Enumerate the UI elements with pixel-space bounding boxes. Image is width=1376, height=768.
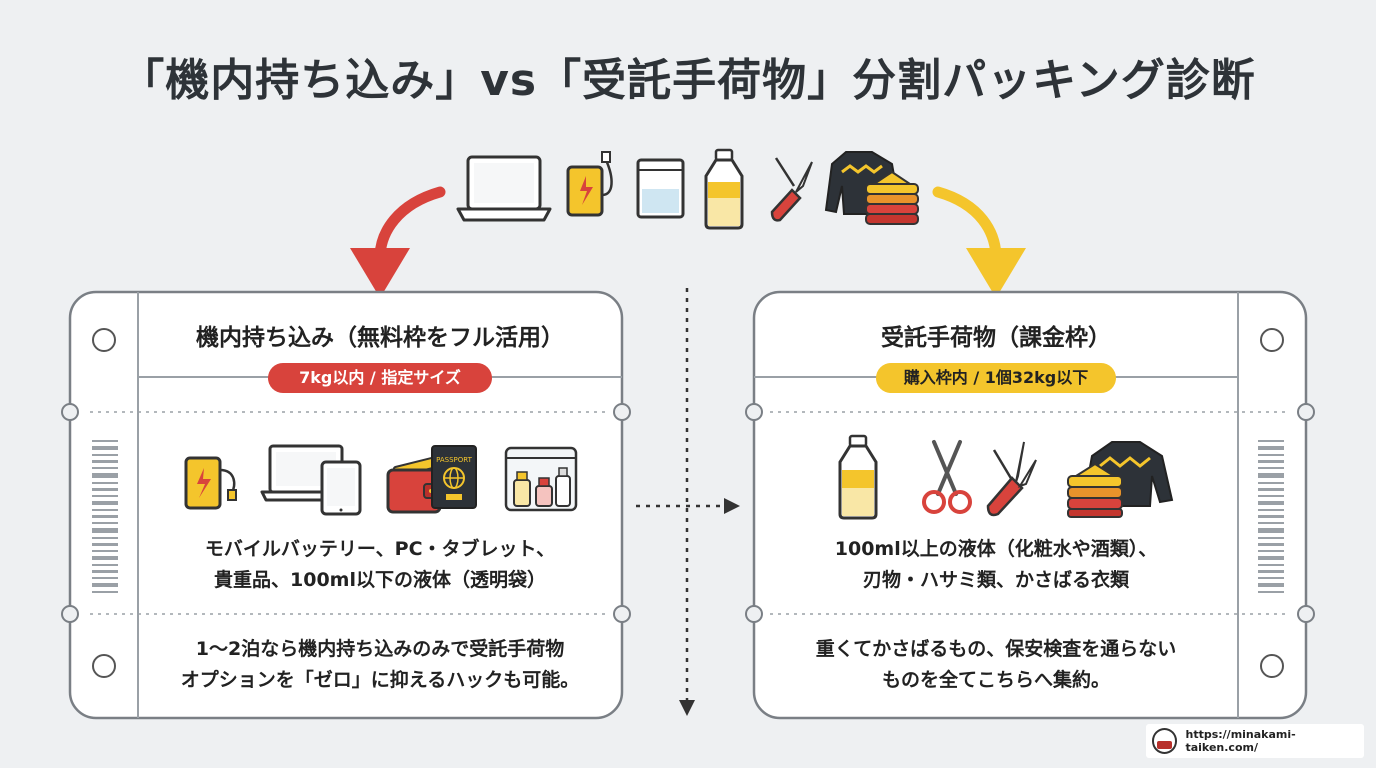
page-title: 「機内持ち込み」vs「受託手荷物」分割パッキング診断 [120, 55, 1256, 106]
bottle-icon [704, 148, 744, 230]
barcode [92, 440, 118, 593]
yellow-arrow [932, 186, 1026, 298]
right-note-text: 重くてかさばるもの、保安検査を通らない ものを全てこちらへ集約。 [815, 638, 1177, 691]
clothes-icon [1067, 441, 1174, 518]
credit-badge[interactable]: https://minakami-taiken.com/ [1146, 724, 1364, 758]
site-logo-icon [1152, 728, 1178, 754]
passport-icon: PASSPORT [431, 445, 477, 509]
knife-icon [770, 157, 813, 222]
clear-bag-icon [504, 446, 578, 512]
right-items-text: 100ml以上の液体（化粧水や酒類）、 刃物・ハサミ類、かさばる衣類 [834, 538, 1158, 591]
power-bank-icon [566, 151, 613, 217]
knife-icon [986, 441, 1037, 517]
liquid-bag-icon [636, 158, 685, 219]
bottle-icon [838, 434, 878, 520]
power-bank-icon [184, 456, 237, 510]
laptop-icon [456, 155, 552, 222]
right-panel-heading: 受託手荷物（課金枠） [881, 325, 1111, 351]
left-limit-badge: 7kg以内 / 指定サイズ [268, 363, 492, 393]
left-items-text: モバイルバッテリー、PC・タブレット、 貴重品、100ml以下の液体（透明袋） [204, 538, 556, 591]
right-limit-badge: 購入枠内 / 1個32kg以下 [876, 363, 1116, 393]
clothes-icon [824, 151, 919, 225]
credit-url: https://minakami-taiken.com/ [1185, 728, 1296, 754]
scissors-icon [922, 440, 972, 514]
barcode [1258, 440, 1284, 593]
passport-label: PASSPORT [436, 456, 473, 464]
tablet-icon [320, 460, 362, 516]
red-arrow [350, 186, 446, 298]
left-note-text: 1〜2泊なら機内持ち込みのみで受託手荷物 オプションを「ゼロ」に抑えるハックも可… [180, 638, 580, 691]
divider-arrow-right [636, 498, 740, 514]
right-ticket [745, 290, 1315, 720]
divider-arrow-down [679, 288, 695, 716]
left-panel-heading: 機内持ち込み（無料枠をフル活用） [196, 325, 564, 351]
